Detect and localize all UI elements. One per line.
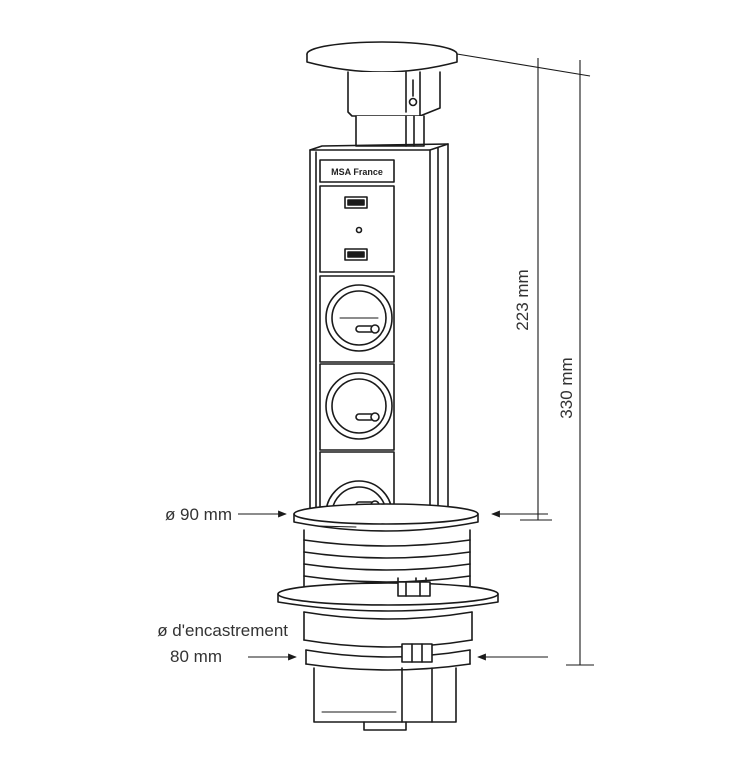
usb-module: [319, 185, 395, 273]
top-cap: [306, 41, 458, 117]
cutout-value: 80 mm: [170, 647, 222, 666]
cutout-label: ø d'encastrement: [157, 621, 288, 640]
socket-1: [319, 275, 395, 363]
height-330-label: 330 mm: [557, 357, 576, 418]
mounting-flange: [277, 581, 499, 612]
dimension-lines-223: [520, 58, 552, 521]
lower-housing: [303, 611, 473, 731]
usb-port-top: [344, 196, 368, 209]
brand-plate: [319, 159, 395, 183]
led-indicator: [355, 226, 363, 234]
diameter-label: ø 90 mm: [165, 505, 232, 524]
ribbed-sleeve: [303, 529, 471, 601]
socket-2: [319, 363, 395, 451]
usb-port-bottom: [344, 248, 368, 261]
brand-label: MSA France: [331, 167, 383, 177]
dimension-lines-330: [456, 53, 594, 666]
height-223-label: 223 mm: [513, 269, 532, 330]
upper-collar: [293, 503, 479, 532]
neck: [355, 115, 425, 147]
